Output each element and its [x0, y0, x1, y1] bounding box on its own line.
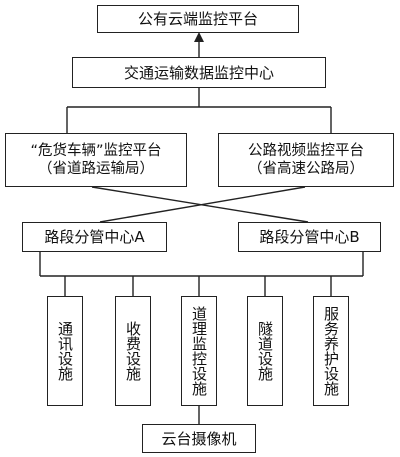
ptz-camera-label: 云台摄像机 [161, 429, 237, 448]
transport-data-center-node: 交通运输数据监控中心 [72, 57, 326, 88]
facility-label: 收费设施 [124, 321, 142, 381]
section-center-b-node: 路段分管中心B [238, 222, 381, 252]
hazmat-vehicle-platform-node: “危货车辆”监控平台 （省道路运输局） [5, 133, 187, 187]
line-highway-to-a [99, 186, 306, 223]
highway-video-platform-node: 公路视频监控平台 （省高速公路局） [218, 133, 394, 187]
facility-communication-node: 通讯设施 [47, 296, 83, 406]
hazmat-platform-org: （省道路运输局） [38, 161, 154, 177]
facility-label: 服务养护设施 [322, 306, 340, 396]
hazmat-platform-title: “危货车辆”监控平台 [30, 143, 162, 159]
facility-label: 隧道设施 [256, 321, 274, 381]
public-cloud-label: 公有云端监控平台 [137, 10, 258, 28]
transport-center-label: 交通运输数据监控中心 [123, 63, 274, 82]
section-center-a-node: 路段分管中心A [22, 222, 167, 252]
facility-tunnel-node: 隧道设施 [247, 296, 283, 406]
ptz-camera-node: 云台摄像机 [142, 424, 256, 453]
facility-label: 道理监控设施 [190, 306, 208, 396]
section-b-label: 路段分管中心B [259, 228, 360, 246]
facility-toll-node: 收费设施 [115, 296, 151, 406]
public-cloud-platform-node: 公有云端监控平台 [97, 5, 299, 33]
section-a-label: 路段分管中心A [44, 228, 145, 246]
facility-road-monitoring-node: 道理监控设施 [181, 296, 217, 406]
facility-service-maintenance-node: 服务养护设施 [313, 296, 349, 406]
highway-platform-org: （省高速公路局） [248, 161, 364, 177]
facility-label: 通讯设施 [56, 321, 74, 381]
arrowhead-icon [194, 32, 204, 42]
highway-platform-title: 公路视频监控平台 [248, 143, 364, 159]
